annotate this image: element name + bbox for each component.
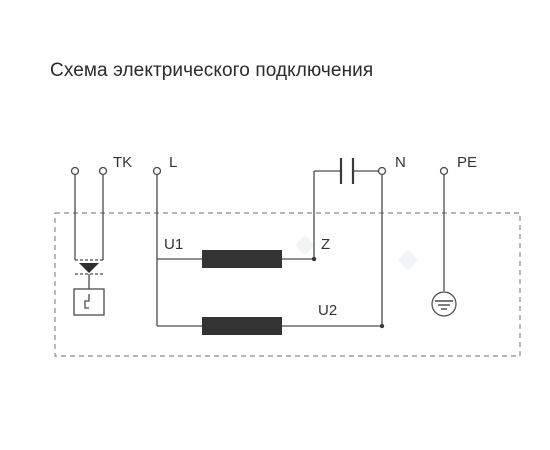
l-wiring (156, 175, 202, 327)
n-terminal (377, 166, 387, 176)
u2-label: U2 (318, 302, 337, 319)
tk-terminals (70, 166, 108, 260)
tk-terminal-1 (70, 166, 80, 176)
ground-icon (431, 291, 457, 317)
page-title: Схема электрического подключения (50, 60, 374, 81)
watermark-logo (295, 235, 418, 270)
l-terminal (152, 166, 162, 176)
thermal-contact-icon (73, 259, 105, 316)
motor-housing-dashed-border (54, 212, 521, 357)
winding-coil-aux (202, 317, 282, 335)
n-label: N (395, 154, 406, 171)
l-label: L (169, 154, 177, 171)
tk-label: TK (113, 154, 132, 171)
pe-terminal (439, 166, 449, 176)
pe-label: PE (457, 154, 477, 171)
u1-label: U1 (164, 236, 183, 253)
winding-coil-main (202, 250, 282, 268)
capacitor-icon (339, 158, 355, 184)
capacitor-wiring (282, 170, 385, 329)
tk-terminal-2 (98, 166, 108, 176)
z-label: Z (321, 236, 330, 253)
